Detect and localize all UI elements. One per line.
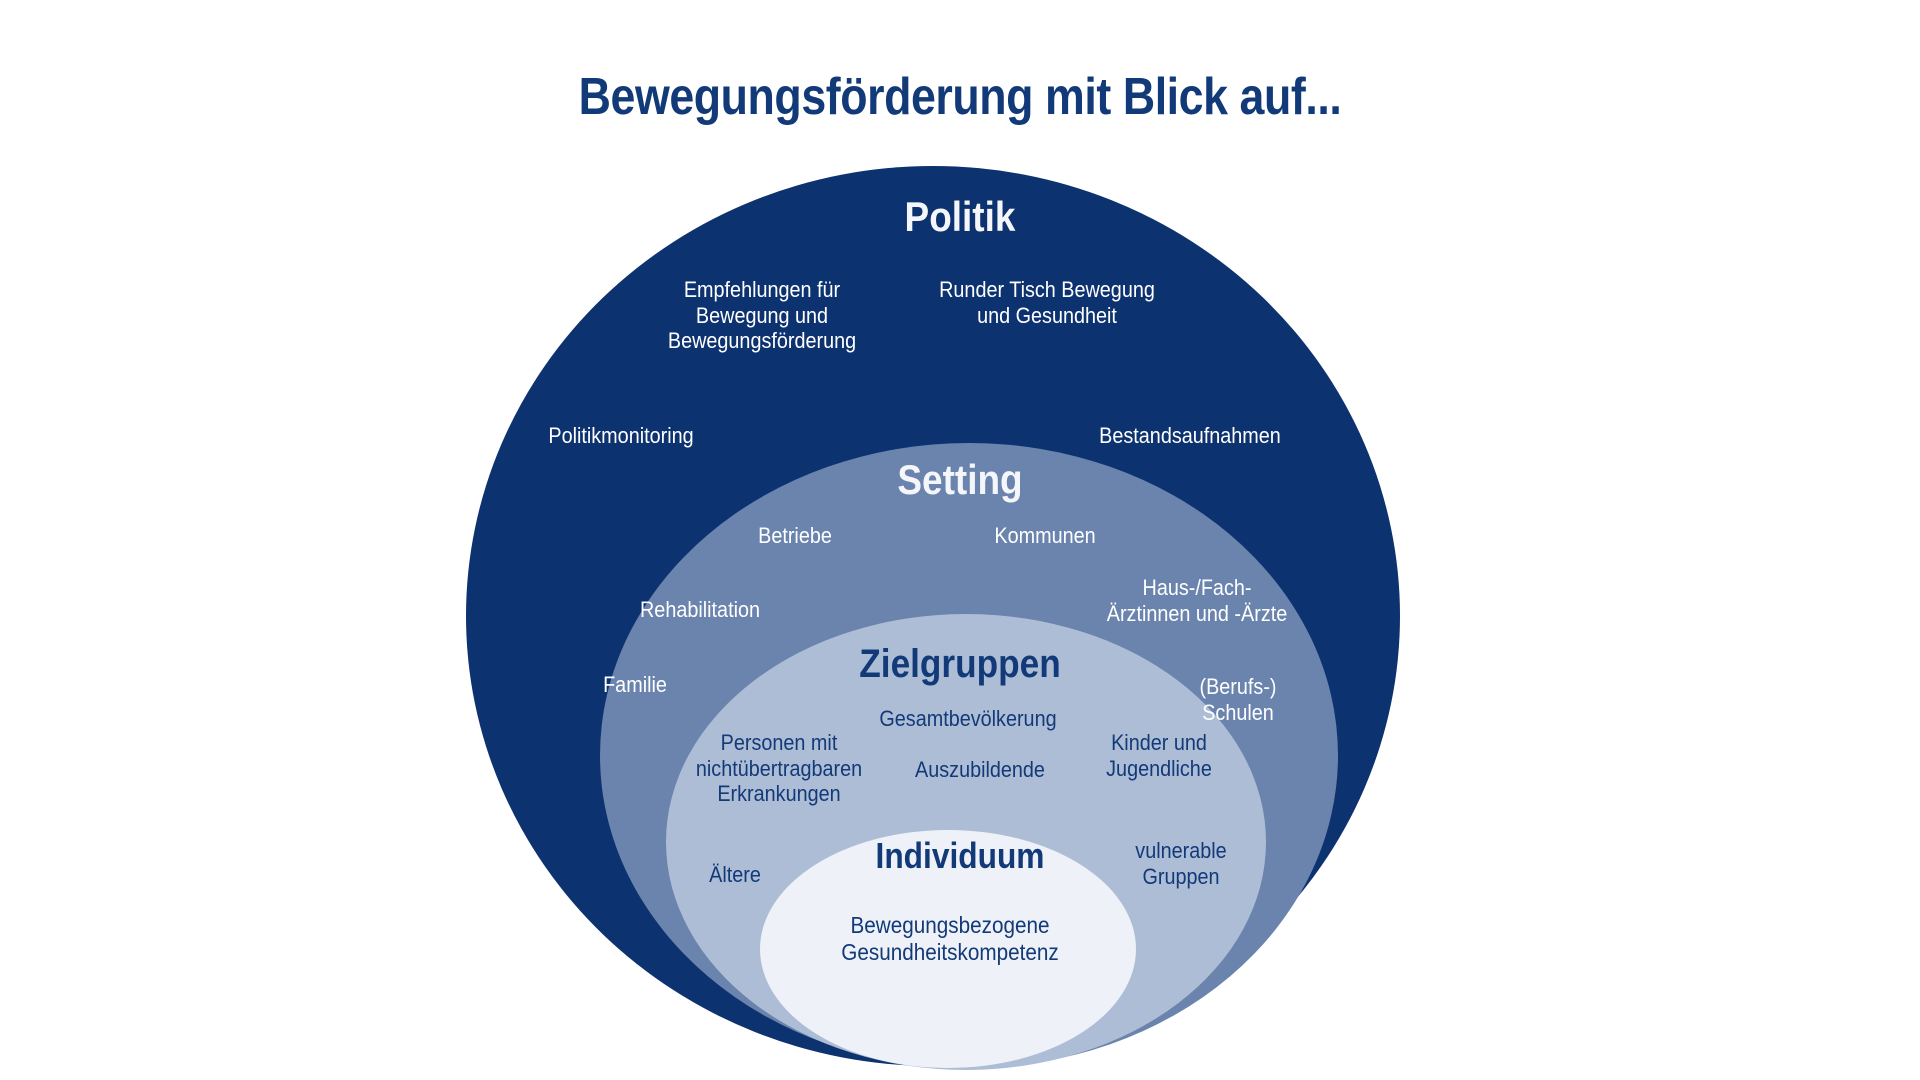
label-bestandsaufnahmen: Bestandsaufnahmen: [1099, 423, 1281, 448]
label-berufs-schulen: (Berufs-) Schulen: [1199, 674, 1277, 725]
label-haus-fach-aerztinnen-aerzte: Haus-/Fach- Ärztinnen und -Ärzte: [1106, 575, 1288, 626]
label-vulnerable-gruppen: vulnerable Gruppen: [1135, 838, 1227, 889]
ring-heading-individuum: Individuum: [875, 835, 1045, 876]
label-rehabilitation: Rehabilitation: [640, 597, 760, 622]
circle-individuum: [760, 830, 1136, 1068]
page-title: Bewegungsförderung mit Blick auf...: [578, 67, 1342, 126]
label-empfehlungen-bewegung: Empfehlungen für Bewegung und Bewegungsf…: [667, 277, 857, 354]
label-auszubildende: Auszubildende: [915, 757, 1045, 782]
label-runder-tisch-bewegung-gesundheit: Runder Tisch Bewegung und Gesundheit: [939, 277, 1155, 328]
label-bewegungsbezogene-gesundheitskompetenz: Bewegungsbezogene Gesundheitskompetenz: [841, 912, 1059, 965]
label-kinder-und-jugendliche: Kinder und Jugendliche: [1106, 730, 1212, 781]
label-betriebe: Betriebe: [758, 523, 832, 548]
label-familie: Familie: [603, 672, 667, 697]
label-personen-mit-nichtuebertragbaren-erkrankungen: Personen mit nichtübertragbaren Erkranku…: [695, 730, 863, 807]
label-aeltere: Ältere: [709, 862, 761, 887]
ring-heading-politik: Politik: [904, 193, 1016, 240]
label-kommunen: Kommunen: [994, 523, 1096, 548]
ring-heading-zielgruppen: Zielgruppen: [859, 642, 1061, 686]
ring-heading-setting: Setting: [897, 456, 1023, 503]
label-gesamtbevoelkerung: Gesamtbevölkerung: [879, 706, 1057, 731]
label-politikmonitoring: Politikmonitoring: [548, 423, 694, 448]
